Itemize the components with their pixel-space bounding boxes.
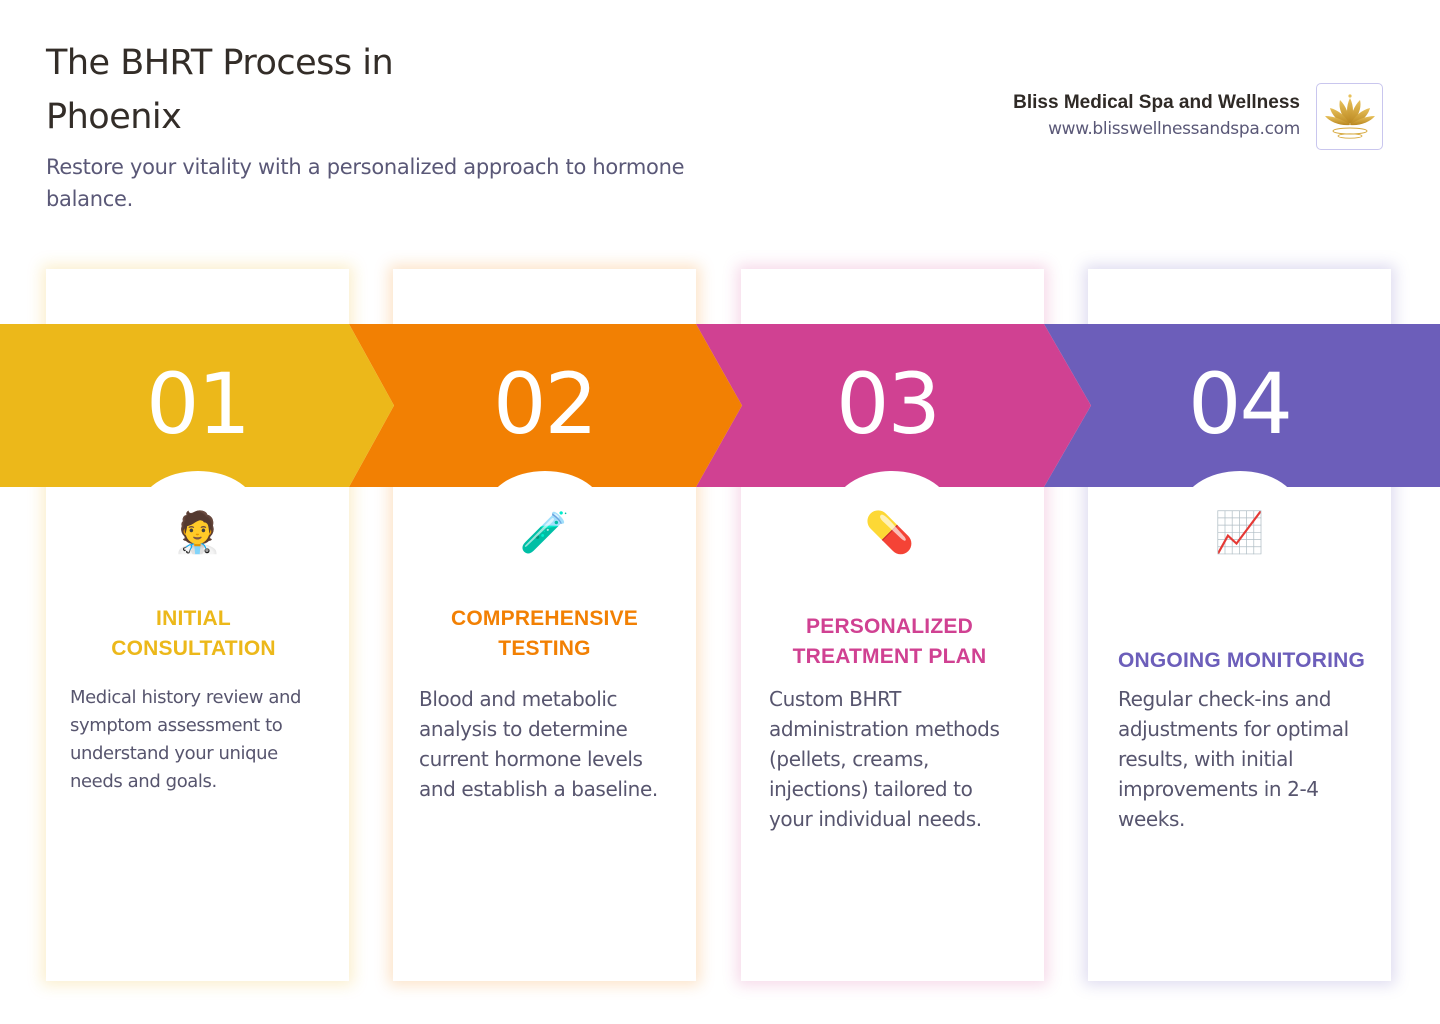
step-arrow-2: [349, 324, 742, 487]
step-description-3: Custom BHRT administration methods (pell…: [769, 687, 1000, 831]
icon-bump-2: [486, 471, 604, 531]
health-worker-icon: 🧑‍⚕️: [172, 511, 223, 555]
process-arrow-band: [0, 324, 1440, 487]
brand-block: Bliss Medical Spa and Wellness www.bliss…: [1013, 90, 1300, 142]
test-tube-icon: 🧪: [519, 511, 570, 555]
brand-logo: [1316, 83, 1383, 150]
step-number-2: 02: [493, 355, 598, 453]
step-arrow-4: [1044, 324, 1440, 487]
step-description-1: Medical history review and symptom asses…: [70, 687, 302, 792]
step-number-4: 04: [1188, 355, 1293, 453]
golden-lotus-icon: [1324, 93, 1375, 139]
step-title-4: ONGOING MONITORING: [1117, 649, 1366, 672]
step-number-1: 01: [146, 355, 251, 453]
brand-url[interactable]: www.blisswellnessandspa.com: [1048, 119, 1300, 139]
step-title-1: INITIAL CONSULTATION: [111, 607, 276, 660]
step-description-4: Regular check-ins and adjustments for op…: [1118, 687, 1349, 831]
step-title-2: COMPREHENSIVE TESTING: [451, 607, 638, 660]
step-title-3: PERSONALIZED TREATMENT PLAN: [792, 615, 987, 668]
step-arrow-3: [696, 324, 1091, 487]
page-subtitle: Restore your vitality with a personalize…: [46, 155, 685, 211]
step-number-3: 03: [836, 355, 941, 453]
icon-bump-4: [1181, 471, 1299, 531]
pill-icon: 💊: [864, 511, 915, 555]
icon-bump-1: [139, 471, 257, 531]
page-title: The BHRT Process in Phoenix: [46, 43, 394, 137]
step-description-2: Blood and metabolic analysis to determin…: [419, 687, 658, 801]
brand-name: Bliss Medical Spa and Wellness: [1013, 92, 1300, 113]
chart-increasing-icon: 📈: [1214, 511, 1265, 555]
icon-bump-3: [833, 471, 951, 531]
step-arrow-1: [0, 324, 394, 487]
